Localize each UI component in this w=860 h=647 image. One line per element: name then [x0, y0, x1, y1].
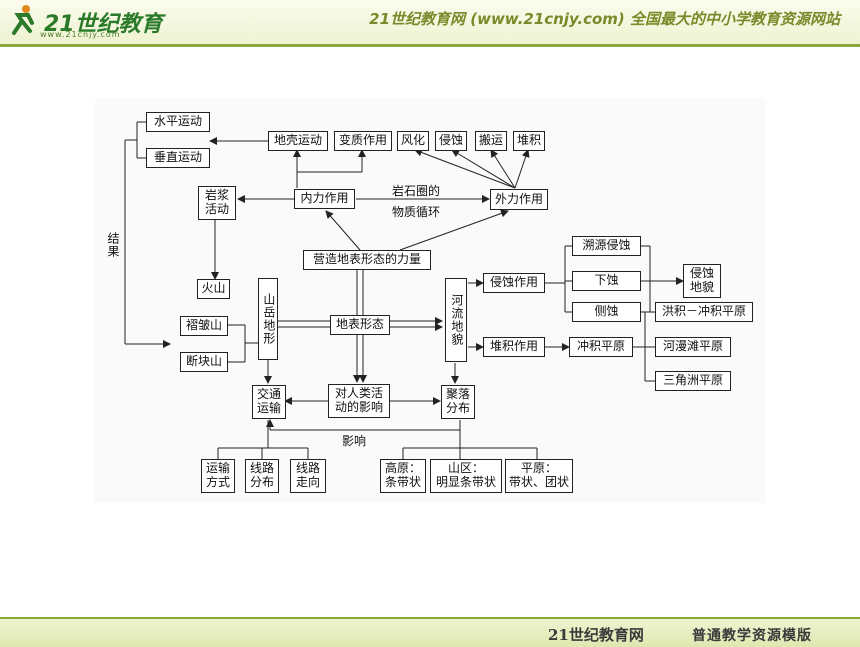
erosion-box: 侵蚀: [435, 131, 467, 151]
weathering-box: 风化: [397, 131, 429, 151]
alluvial-plain-box: 冲积平原: [569, 337, 633, 357]
shaping-force-box: 营造地表形态的力量: [303, 250, 431, 270]
route-direction-box: 线路走向: [290, 459, 326, 493]
lateral-erosion-box: 侧蚀: [572, 302, 641, 322]
diluvial-alluvial-plain-box: 洪积－冲积平原: [655, 302, 753, 322]
influence-label: 影响: [342, 434, 367, 448]
rock-cycle-label-2: 物质循环: [392, 205, 441, 219]
fluvial-erosion-box: 侵蚀作用: [483, 273, 545, 293]
erosional-landform-box: 侵蚀地貌: [683, 264, 721, 298]
horizontal-motion-box: 水平运动: [146, 112, 210, 132]
downcutting-box: 下蚀: [572, 271, 641, 291]
transportation-box: 交通运输: [252, 385, 286, 419]
external-force-box: 外力作用: [490, 189, 548, 210]
plain-box: 平原： 带状、团状: [505, 459, 573, 493]
mountain-landform-box: 山岳地形: [258, 278, 278, 360]
deposition-box: 堆积: [513, 131, 545, 151]
footer-template: 普通教学资源模版: [692, 628, 812, 644]
delta-plain-box: 三角洲平原: [655, 371, 731, 391]
rock-cycle-label-1: 岩石圈的: [392, 184, 441, 198]
mountain-area-box: 山区： 明显条带状: [430, 459, 502, 493]
headward-erosion-box: 溯源侵蚀: [572, 236, 641, 256]
fault-mountain-box: 断块山: [180, 352, 228, 372]
plain-line-1: 平原：: [520, 461, 557, 476]
plateau-line-1: 高原：: [384, 461, 421, 476]
surface-form-box: 地表形态: [330, 315, 390, 335]
fold-mountain-box: 褶皱山: [180, 316, 228, 336]
fluvial-deposition-box: 堆积作用: [483, 337, 545, 357]
plateau-box: 高原： 条带状: [380, 459, 426, 493]
plain-line-2: 带状、团状: [508, 475, 569, 489]
transport-box: 搬运: [475, 131, 507, 151]
logo-text: 21世纪教育: [44, 12, 163, 37]
mountain-area-line-2: 明显条带状: [435, 475, 496, 489]
footer-bar: 21世纪教育网 普通教学资源模版: [0, 617, 860, 647]
internal-force-box: 内力作用: [294, 189, 355, 209]
human-impact-box: 对人类活动的影响: [328, 384, 390, 418]
floodplain-box: 河漫滩平原: [655, 337, 731, 357]
runner-logo-icon: [12, 5, 34, 35]
settlement-box: 聚落分布: [441, 385, 475, 419]
result-label: 结果: [106, 232, 120, 258]
route-distribution-box: 线路分布: [245, 459, 279, 493]
river-landform-box: 河流地貌: [445, 278, 467, 362]
header-bar: 21世纪教育 www.21cnjy.com 21世纪教育网 (www.21cnj…: [0, 0, 860, 47]
footer-brand: 21世纪教育网: [548, 626, 644, 644]
crustal-motion-box: 地壳运动: [268, 131, 328, 151]
plateau-line-2: 条带状: [384, 475, 421, 489]
transport-mode-box: 运输方式: [201, 459, 235, 493]
magma-activity-box: 岩浆活动: [198, 186, 236, 220]
metamorphism-box: 变质作用: [334, 131, 392, 151]
logo-url: www.21cnjy.com: [40, 30, 121, 39]
volcano-box: 火山: [197, 279, 230, 299]
mountain-area-line-1: 山区：: [447, 461, 484, 476]
vertical-motion-box: 垂直运动: [146, 148, 210, 168]
header-title: 21世纪教育网 (www.21cnjy.com) 全国最大的中小学教育资源网站: [369, 10, 840, 28]
